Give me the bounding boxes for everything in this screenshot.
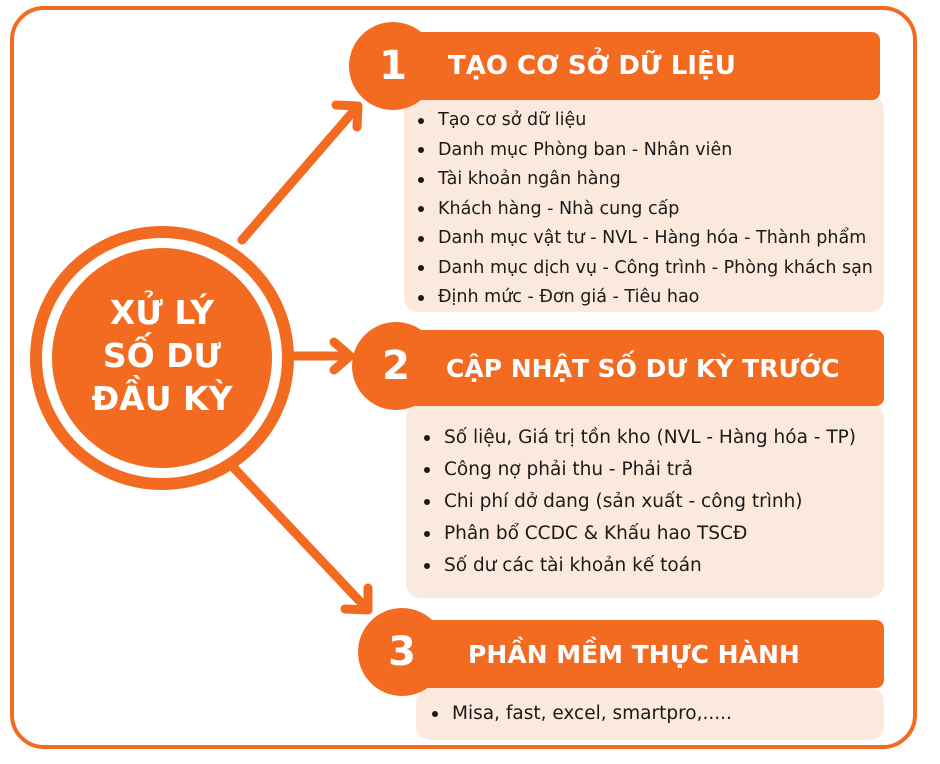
hub-circle: XỬ LÝ SỐ DƯ ĐẦU KỲ — [52, 248, 272, 468]
list-item: Misa, fast, excel, smartpro,..... — [424, 700, 732, 728]
section-2-number: 2 — [382, 343, 410, 389]
section-2-banner: CẬP NHẬT SỐ DƯ KỲ TRƯỚC — [388, 330, 884, 406]
list-item: Công nợ phải thu - Phải trả — [416, 454, 856, 486]
outer-frame — [10, 6, 917, 749]
section-1-number-badge: 1 — [349, 22, 437, 110]
section-2-panel: Số liệu, Giá trị tồn kho (NVL - Hàng hóa… — [406, 404, 884, 598]
section-2-title: CẬP NHẬT SỐ DƯ KỲ TRƯỚC — [446, 353, 840, 383]
section-3-panel: Misa, fast, excel, smartpro,..... — [416, 688, 884, 740]
section-1-panel: Tạo cơ sở dữ liệu Danh mục Phòng ban - N… — [404, 96, 884, 312]
section-3-list: Misa, fast, excel, smartpro,..... — [424, 700, 732, 728]
arrow-to-section-1 — [237, 101, 363, 245]
list-item: Tài khoản ngân hàng — [410, 165, 873, 195]
arrow-head-1 — [331, 100, 363, 132]
section-1-list: Tạo cơ sở dữ liệu Danh mục Phòng ban - N… — [410, 106, 873, 313]
list-item: Định mức - Đơn giá - Tiêu hao — [410, 283, 873, 313]
list-item: Chi phí dở dang (sản xuất - công trình) — [416, 486, 856, 518]
list-item: Tạo cơ sở dữ liệu — [410, 106, 873, 136]
section-3-title: PHẦN MỀM THỰC HÀNH — [468, 639, 800, 669]
list-item: Số dư các tài khoản kế toán — [416, 550, 856, 582]
arrow-head-3 — [340, 583, 373, 615]
section-2-number-badge: 2 — [352, 322, 440, 410]
list-item: Danh mục dịch vụ - Công trình - Phòng kh… — [410, 254, 873, 284]
arrow-head-2 — [329, 337, 355, 375]
list-item: Phân bổ CCDC & Khấu hao TSCĐ — [416, 518, 856, 550]
arrow-to-section-3 — [229, 463, 373, 615]
section-3-number: 3 — [388, 629, 416, 675]
hub-line-1: XỬ LÝ — [109, 292, 215, 332]
hub-line-2: SỐ DƯ — [102, 335, 222, 375]
list-item: Khách hàng - Nhà cung cấp — [410, 195, 873, 225]
section-1-title: TẠO CƠ SỞ DỮ LIỆU — [448, 51, 736, 81]
section-1-number: 1 — [379, 43, 407, 89]
list-item: Danh mục vật tư - NVL - Hàng hóa - Thành… — [410, 224, 873, 254]
hub-title: XỬ LÝ SỐ DƯ ĐẦU KỲ — [62, 291, 262, 420]
hub-line-3: ĐẦU KỲ — [91, 378, 233, 418]
section-3-number-badge: 3 — [358, 608, 446, 696]
section-2-list: Số liệu, Giá trị tồn kho (NVL - Hàng hóa… — [416, 422, 856, 582]
section-3-banner: PHẦN MỀM THỰC HÀNH — [394, 620, 884, 688]
section-1-banner: TẠO CƠ SỞ DỮ LIỆU — [386, 32, 880, 100]
list-item: Danh mục Phòng ban - Nhân viên — [410, 136, 873, 166]
list-item: Số liệu, Giá trị tồn kho (NVL - Hàng hóa… — [416, 422, 856, 454]
